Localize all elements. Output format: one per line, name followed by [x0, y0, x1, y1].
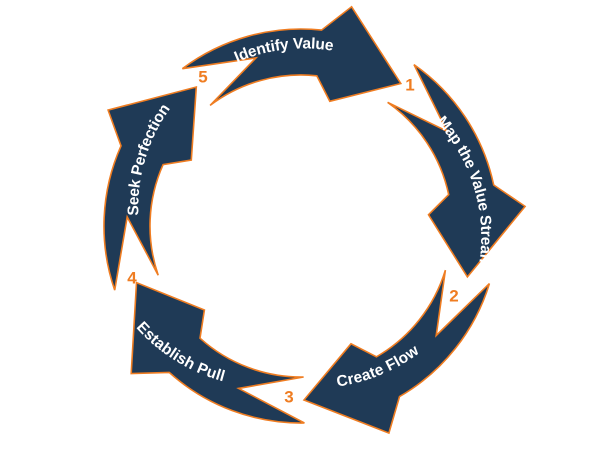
step-number-4: 4 — [127, 268, 137, 287]
cycle-arrow-map-value-stream — [387, 63, 527, 279]
step-number-3: 3 — [284, 387, 293, 406]
cycle-arrow-identify-value — [181, 5, 403, 107]
step-number-2: 2 — [449, 286, 458, 305]
step-number-1: 1 — [405, 75, 414, 94]
step-number-5: 5 — [198, 67, 207, 86]
cycle-arrow-seek-perfection — [103, 85, 198, 291]
cycle-arrow-create-flow — [302, 269, 491, 435]
cycle-arrow-establish-pull — [130, 281, 305, 424]
